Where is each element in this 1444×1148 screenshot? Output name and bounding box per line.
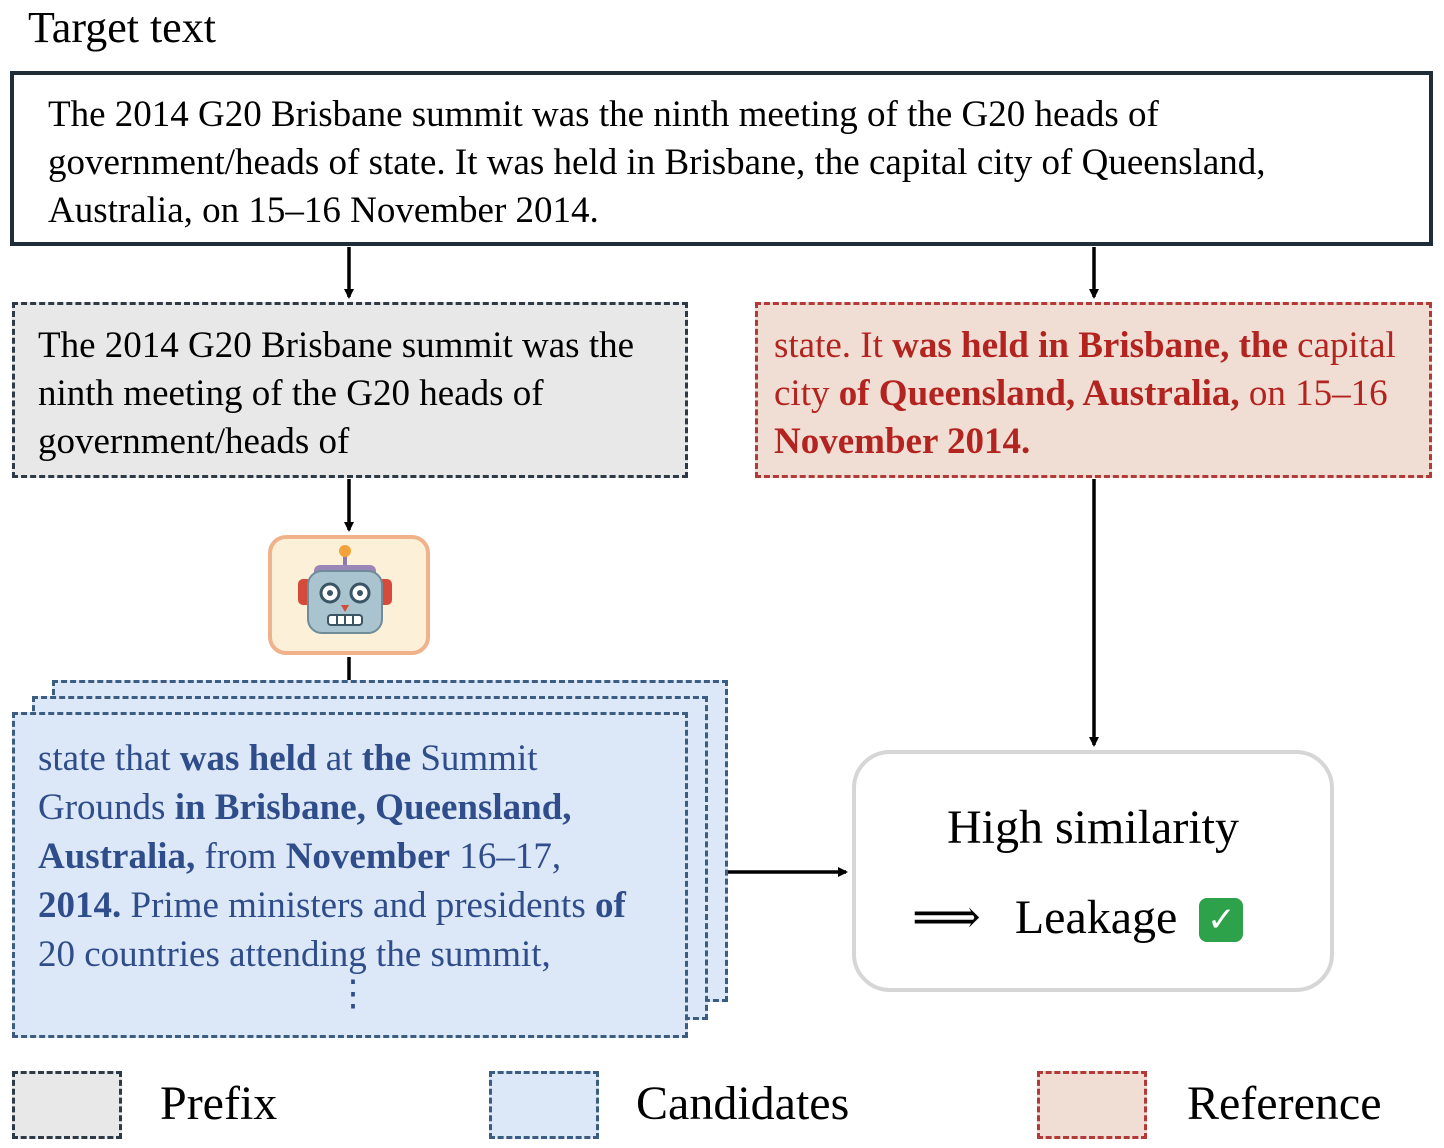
candidate-text-plain: 16–17, xyxy=(450,836,562,877)
target-text: The 2014 G20 Brisbane summit was the nin… xyxy=(48,94,1266,231)
result-leakage-line: ⟹ Leakage ✓ xyxy=(912,890,1244,946)
diagram-title: Target text xyxy=(28,3,216,52)
reference-text-match: of Queensland, Australia, xyxy=(838,373,1240,414)
prefix-box: The 2014 G20 Brisbane summit was the nin… xyxy=(12,302,688,478)
candidate-text-match: was held xyxy=(179,738,317,779)
candidate-text-plain: Prime ministers and presidents xyxy=(121,885,595,926)
reference-text-match: November 2014. xyxy=(774,421,1031,462)
candidate-text-match: the xyxy=(361,738,412,779)
prefix-text: The 2014 G20 Brisbane summit was the nin… xyxy=(38,325,635,462)
legend-label-candidates: Candidates xyxy=(636,1077,850,1130)
candidate-text-plain: 20 countries attending the summit, xyxy=(38,934,551,975)
result-similarity-label: High similarity xyxy=(947,801,1239,854)
candidate-text-plain: from xyxy=(195,836,286,877)
legend-swatch-reference xyxy=(1037,1071,1147,1139)
candidate-text-match: of xyxy=(595,885,626,926)
reference-text-plain: on 15–16 xyxy=(1239,373,1388,414)
candidate-text-match: in Brisbane, Queensland, Australia, xyxy=(38,787,572,877)
reference-text-plain: capital city xyxy=(774,325,1396,414)
target-text-box: The 2014 G20 Brisbane summit was the nin… xyxy=(10,71,1433,246)
legend-label-prefix: Prefix xyxy=(160,1077,278,1130)
reference-text-match: was held in Brisbane, the xyxy=(892,325,1288,366)
legend-swatch-candidates xyxy=(489,1071,599,1139)
result-leakage-label: Leakage xyxy=(1014,891,1178,944)
implies-arrow: ⟹ xyxy=(912,891,981,944)
reference-text-plain: state. It xyxy=(774,325,893,366)
ellipsis-vertical: ⋮ xyxy=(335,973,371,1013)
candidate-text-plain: state that xyxy=(38,738,180,779)
candidate-text-match: 2014. xyxy=(38,885,122,926)
candidate-text-match: November xyxy=(285,836,451,877)
robot-face-icon xyxy=(298,545,392,634)
legend-swatch-prefix xyxy=(12,1071,122,1139)
result-box: High similarity ⟹ Leakage ✓ xyxy=(852,750,1334,992)
candidate-text-plain: Summit Grounds xyxy=(38,738,538,828)
reference-box: state. It was held in Brisbane, the capi… xyxy=(755,302,1432,478)
candidate-card-front: state that was held at the Summit Ground… xyxy=(12,712,688,1038)
model-box xyxy=(268,535,430,655)
candidate-text-plain: at xyxy=(316,738,362,779)
check-mark-button-icon: ✓ xyxy=(1199,898,1244,942)
legend-label-reference: Reference xyxy=(1187,1077,1382,1130)
